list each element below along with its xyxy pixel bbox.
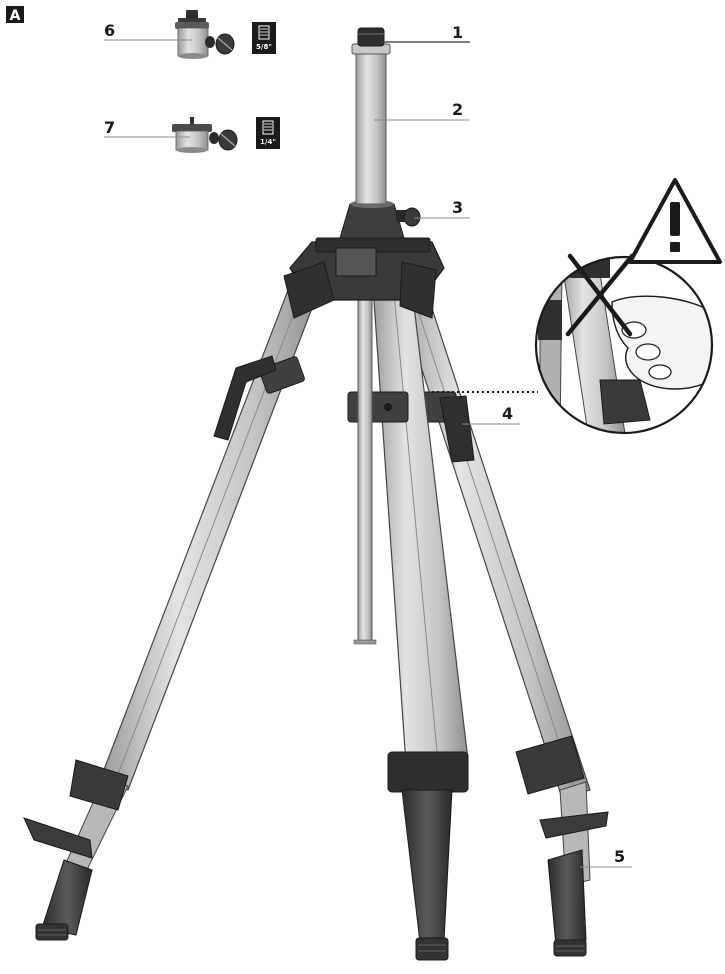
thread-badge-1-4: 1/4"	[256, 117, 280, 149]
center-column-upper	[351, 27, 391, 205]
figure-letter-badge: A	[6, 6, 24, 24]
callout-7: 7	[104, 118, 115, 137]
figure-letter: A	[10, 8, 21, 24]
adapter-1-4	[172, 117, 238, 153]
center-column-lower	[353, 269, 377, 645]
thread-label-5-8: 5/8"	[256, 43, 272, 51]
tripod-leg-right	[389, 265, 609, 957]
tripod-head	[283, 200, 445, 319]
thread-badge-5-8: 5/8"	[252, 22, 276, 54]
tripod-leg-left	[23, 271, 323, 941]
callout-2: 2	[452, 100, 463, 119]
warning-triangle-icon	[628, 178, 722, 264]
cross-icon	[565, 253, 635, 337]
thread-label-1-4: 1/4"	[260, 138, 276, 146]
callout-3: 3	[452, 198, 463, 217]
callout-6: 6	[104, 21, 115, 40]
callout-4: 4	[502, 404, 513, 423]
callout-1: 1	[452, 23, 463, 42]
zoom-detail	[534, 253, 714, 435]
callout-5: 5	[614, 847, 625, 866]
tripod	[23, 27, 609, 961]
adapter-5-8	[175, 10, 235, 59]
